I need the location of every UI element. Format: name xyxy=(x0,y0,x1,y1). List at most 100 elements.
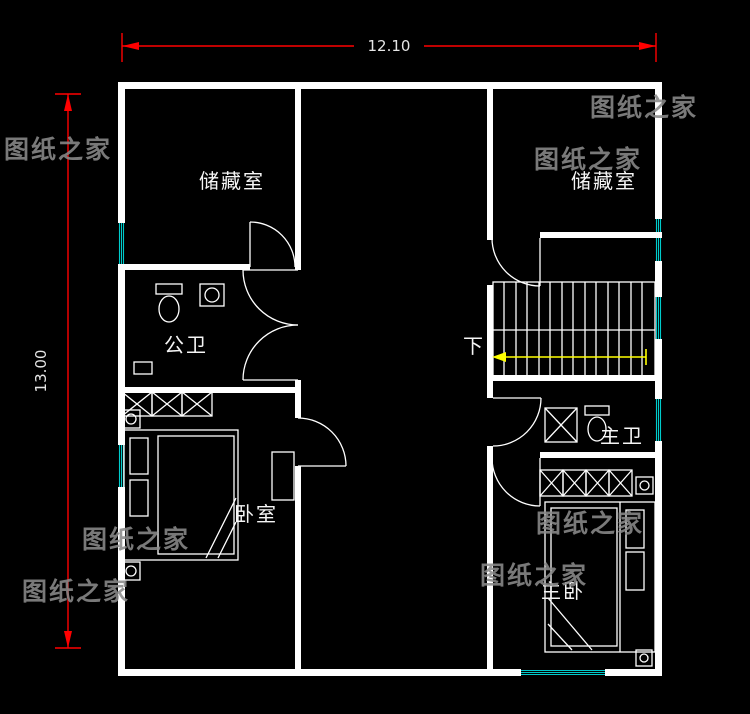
stairs-down-label: 下 xyxy=(463,334,485,358)
watermark-text: 图纸之家 xyxy=(82,525,190,554)
nightstand xyxy=(635,649,653,667)
door-master-bedroom xyxy=(491,457,541,507)
window xyxy=(519,669,607,676)
toilet-bowl xyxy=(158,295,180,323)
watermark-text: 图纸之家 xyxy=(4,135,112,164)
door-swing-arc xyxy=(297,417,347,467)
public-bathroom-fixtures xyxy=(133,283,225,375)
arrow-down-icon xyxy=(64,631,72,648)
bed xyxy=(544,501,656,653)
door-master-bathroom xyxy=(492,397,542,447)
room-label-storage-right: 储藏室 xyxy=(571,169,637,193)
window xyxy=(655,397,662,443)
window xyxy=(655,217,662,263)
pillow xyxy=(625,551,645,591)
toilet-tank xyxy=(155,283,183,295)
floor-drain xyxy=(133,361,153,375)
cabinet xyxy=(271,451,295,501)
doors xyxy=(242,221,542,507)
wall-left xyxy=(118,82,125,222)
watermark-text: 图纸之家 xyxy=(480,561,588,590)
bed xyxy=(123,429,239,561)
wall-hall-right xyxy=(487,285,493,398)
door-storage-left xyxy=(249,221,296,268)
blanket-fold xyxy=(547,597,593,651)
wall-left xyxy=(118,266,125,444)
door-swing-arc xyxy=(491,237,541,287)
sink-basin xyxy=(204,287,220,303)
door-swing-arc xyxy=(242,269,299,326)
watermark-text: 图纸之家 xyxy=(22,577,130,606)
washing-machine xyxy=(544,407,578,443)
wardrobe xyxy=(539,469,633,497)
wall-hall-left xyxy=(295,380,301,418)
nightstand xyxy=(121,409,141,429)
toilet-bowl xyxy=(587,416,607,442)
door-swing-arc xyxy=(242,324,299,381)
nightstand xyxy=(635,476,654,495)
pillow xyxy=(129,479,149,517)
wall-bottom-left xyxy=(118,669,520,676)
wall-right xyxy=(655,340,662,398)
dimension-height-label: 13.00 xyxy=(32,350,50,393)
watermark-text: 图纸之家 xyxy=(590,93,698,122)
wall-master-divider xyxy=(540,452,662,458)
wall-right xyxy=(655,442,662,676)
watermark-text: 图纸之家 xyxy=(534,145,642,174)
door-bedroom xyxy=(297,417,347,467)
blanket-fold xyxy=(205,497,237,559)
wall-bathroom-bedroom-divider xyxy=(118,387,301,393)
wall-right xyxy=(655,262,662,296)
blanket-fold xyxy=(547,623,573,651)
bed-frame xyxy=(123,429,239,561)
wall-hall-right xyxy=(487,446,493,669)
window xyxy=(655,295,662,341)
window xyxy=(118,221,125,267)
stair-direction-arrow-icon xyxy=(492,352,506,362)
door-swing-arc xyxy=(249,221,296,268)
wall-hall-left xyxy=(295,89,301,270)
door-bathroom-upper xyxy=(242,269,299,326)
toilet-tank xyxy=(584,405,610,416)
sink xyxy=(199,283,225,307)
arrow-right-icon xyxy=(639,42,656,50)
door-storage-right xyxy=(491,237,541,287)
dimension-left: 13.00 xyxy=(32,93,81,649)
washing-machine-x xyxy=(544,407,578,443)
dimension-width-label: 12.10 xyxy=(368,37,411,55)
pillow xyxy=(625,509,645,549)
wall-bottom-right xyxy=(606,669,662,676)
master-bedroom-furniture xyxy=(539,469,656,667)
bedroom-furniture xyxy=(121,391,295,581)
blanket-fold xyxy=(217,521,237,559)
arrow-left-icon xyxy=(122,42,139,50)
door-bathroom-lower xyxy=(242,324,299,381)
nightstand xyxy=(121,561,141,581)
wall-storage-right-bottom xyxy=(540,232,662,238)
wall-storage-left-bottom xyxy=(118,264,250,270)
dimension-top: 12.10 xyxy=(121,33,657,62)
room-label-master-bathroom: 主卫 xyxy=(600,424,644,448)
pillow xyxy=(129,437,149,475)
wall-hall-right xyxy=(487,89,493,240)
watermarks: 图纸之家 图纸之家 图纸之家 图纸之家 图纸之家 图纸之家 图纸之家 xyxy=(4,93,698,606)
room-label-master-bedroom: 主卧 xyxy=(541,579,585,603)
door-swing-arc xyxy=(492,397,542,447)
bed-frame xyxy=(544,501,656,653)
wall-right xyxy=(655,82,662,218)
watermark-text: 图纸之家 xyxy=(536,509,644,538)
mattress xyxy=(550,507,618,647)
wall-hall-left xyxy=(295,466,301,669)
staircase xyxy=(492,281,656,379)
wardrobe xyxy=(121,391,213,417)
door-swing-arc xyxy=(491,457,541,507)
room-label-storage-left: 储藏室 xyxy=(199,169,265,193)
wall-top xyxy=(118,82,662,89)
outer-walls xyxy=(118,82,662,676)
mattress xyxy=(157,435,235,555)
room-label-bedroom: 卧室 xyxy=(234,502,278,526)
room-labels: 储藏室 储藏室 公卫 下 主卫 卧室 主卧 xyxy=(164,169,644,603)
room-label-public-bathroom: 公卫 xyxy=(164,333,208,357)
